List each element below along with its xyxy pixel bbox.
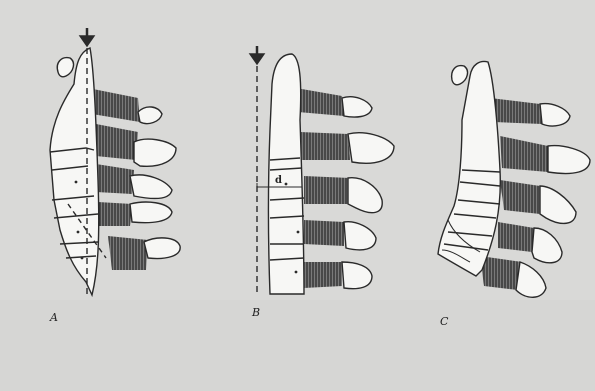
panel-b-distance-label: d [275,175,282,186]
panel-b-label: B [251,306,260,319]
panel-c-label: C [440,315,449,328]
panel-a-label: A [49,311,58,324]
